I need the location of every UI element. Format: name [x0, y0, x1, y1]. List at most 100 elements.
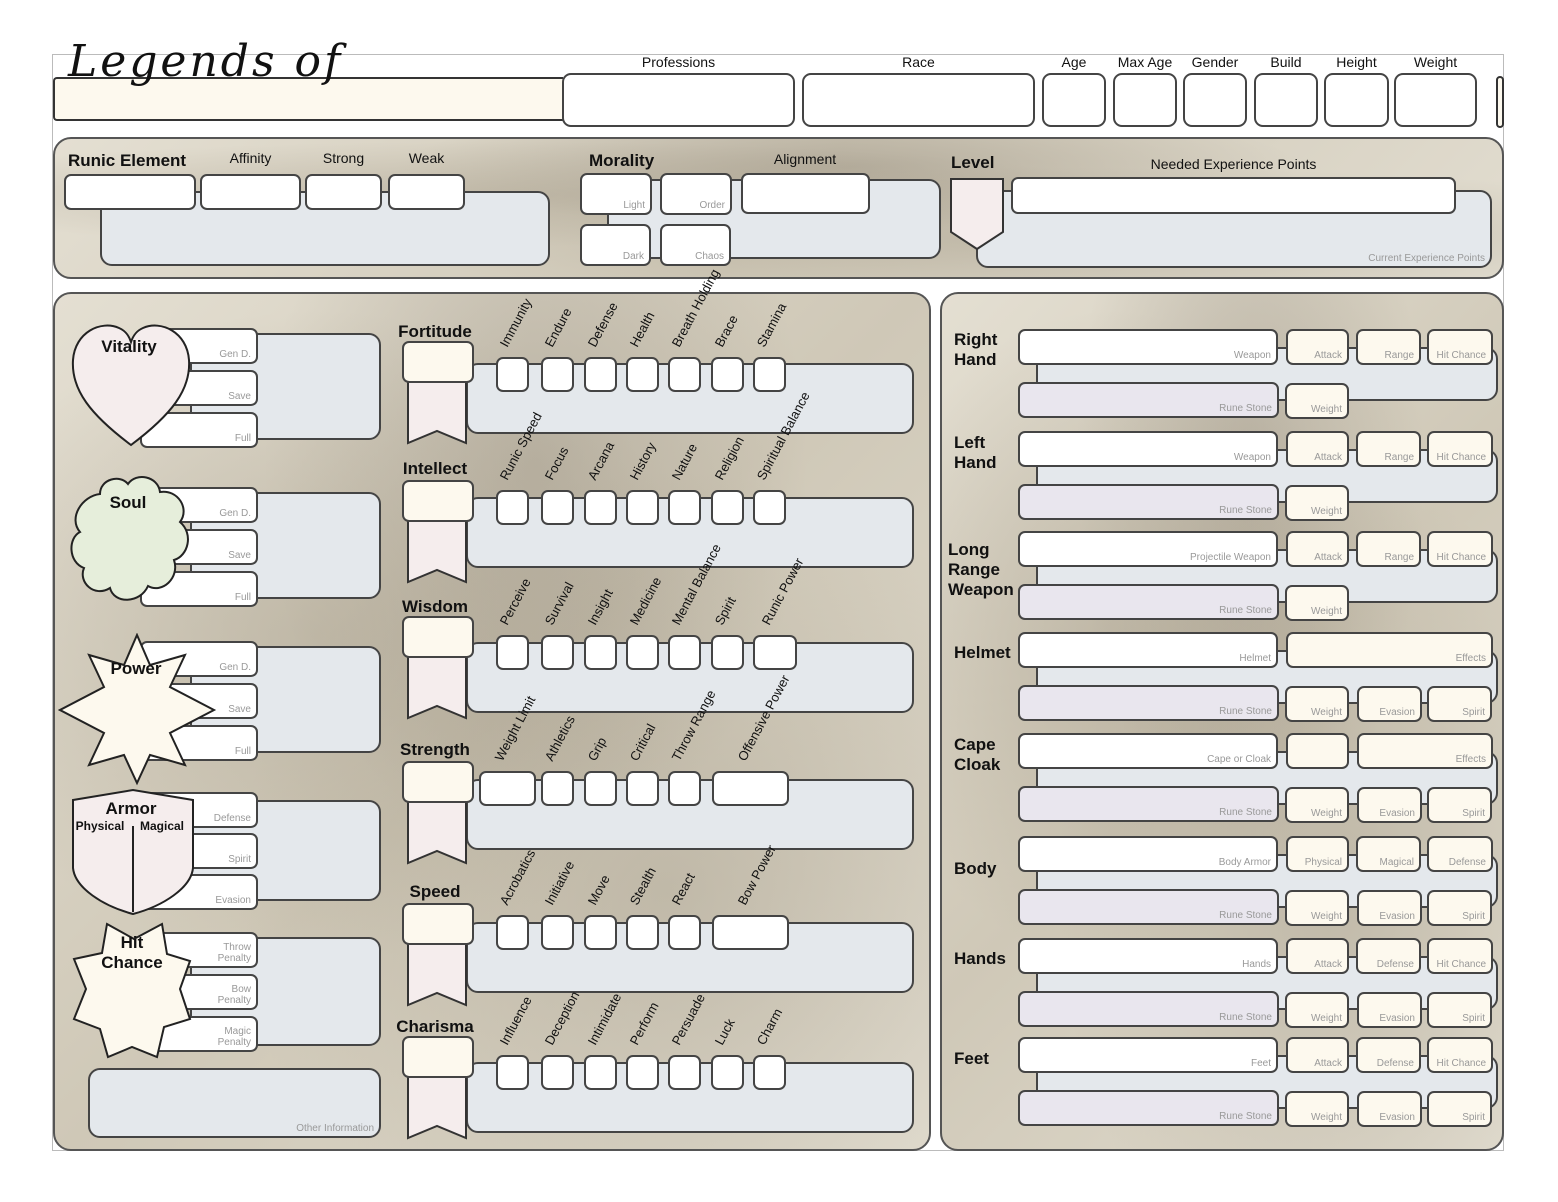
- insight-field[interactable]: [584, 635, 617, 670]
- long-range-weapon-rune-stone-field[interactable]: Rune Stone: [1018, 584, 1279, 620]
- body-weight-field[interactable]: Weight: [1285, 890, 1349, 926]
- build-field[interactable]: [1254, 73, 1318, 127]
- left-hand-hit-chance-field[interactable]: Hit Chance: [1427, 431, 1493, 467]
- helmet-rune-stone-field[interactable]: Rune Stone: [1018, 685, 1279, 721]
- perform-field[interactable]: [626, 1055, 659, 1090]
- spiritual-balance-field[interactable]: [753, 490, 786, 525]
- character-name-field[interactable]: [53, 77, 563, 121]
- react-field[interactable]: [668, 915, 701, 950]
- helmet-weight-field[interactable]: Weight: [1285, 686, 1349, 722]
- hands-attack-field[interactable]: Attack: [1286, 938, 1349, 974]
- body-spirit-field[interactable]: Spirit: [1427, 890, 1492, 926]
- hands-spirit-field[interactable]: Spirit: [1427, 992, 1492, 1028]
- survival-field[interactable]: [541, 635, 574, 670]
- hands-rune-stone-field[interactable]: Rune Stone: [1018, 991, 1279, 1027]
- right-hand-hit-chance-field[interactable]: Hit Chance: [1427, 329, 1493, 365]
- mental-balance-field[interactable]: [668, 635, 701, 670]
- initiative-field[interactable]: [541, 915, 574, 950]
- projectile-weapon-field[interactable]: Projectile Weapon: [1018, 531, 1278, 567]
- helmet-evasion-field[interactable]: Evasion: [1357, 686, 1422, 722]
- left-hand-weight-field[interactable]: Weight: [1285, 485, 1349, 521]
- throw-range-field[interactable]: [668, 771, 701, 806]
- feet-rune-stone-field[interactable]: Rune Stone: [1018, 1090, 1279, 1126]
- long-range-weapon-weight-field[interactable]: Weight: [1285, 585, 1349, 621]
- left-hand-rune-stone-field[interactable]: Rune Stone: [1018, 484, 1279, 520]
- feet-evasion-field[interactable]: Evasion: [1357, 1091, 1422, 1127]
- strong-field[interactable]: [305, 174, 382, 210]
- helmet-field[interactable]: Helmet: [1018, 632, 1278, 668]
- grip-field[interactable]: [584, 771, 617, 806]
- health-field[interactable]: [626, 357, 659, 392]
- hands-evasion-field[interactable]: Evasion: [1357, 992, 1422, 1028]
- other-information-field[interactable]: Other Information: [88, 1068, 381, 1138]
- charm-field[interactable]: [753, 1055, 786, 1090]
- dark-field[interactable]: Dark: [580, 224, 651, 266]
- cape-cloak-effects-field[interactable]: Effects: [1357, 733, 1493, 769]
- long-range-weapon-range-field[interactable]: Range: [1356, 531, 1421, 567]
- religion-field[interactable]: [711, 490, 744, 525]
- influence-field[interactable]: [496, 1055, 529, 1090]
- persuade-field[interactable]: [668, 1055, 701, 1090]
- right-hand-range-field[interactable]: Range: [1356, 329, 1421, 365]
- critical-field[interactable]: [626, 771, 659, 806]
- move-field[interactable]: [584, 915, 617, 950]
- body-rune-stone-field[interactable]: Rune Stone: [1018, 889, 1279, 925]
- cape-cloak-evasion-field[interactable]: Evasion: [1357, 787, 1422, 823]
- cape-or-cloak-field[interactable]: Cape or Cloak: [1018, 733, 1278, 769]
- runic-element-field[interactable]: [64, 174, 196, 210]
- medicine-field[interactable]: [626, 635, 659, 670]
- wisdom-score-field[interactable]: [402, 616, 474, 658]
- body-armor-field[interactable]: Body Armor: [1018, 836, 1278, 872]
- runic-speed-field[interactable]: [496, 490, 529, 525]
- body-physical-field[interactable]: Physical: [1286, 836, 1349, 872]
- cape-cloak-weight-field[interactable]: Weight: [1285, 787, 1349, 823]
- body-evasion-field[interactable]: Evasion: [1357, 890, 1422, 926]
- charisma-score-field[interactable]: [402, 1036, 474, 1078]
- weight-field[interactable]: [1394, 73, 1477, 127]
- right-hand-weight-field[interactable]: Weight: [1285, 383, 1349, 419]
- feet-weight-field[interactable]: Weight: [1285, 1091, 1349, 1127]
- hands-weight-field[interactable]: Weight: [1285, 992, 1349, 1028]
- left-hand-attack-field[interactable]: Attack: [1286, 431, 1349, 467]
- offensive-power-field[interactable]: [712, 771, 789, 806]
- stealth-field[interactable]: [626, 915, 659, 950]
- race-field[interactable]: [802, 73, 1035, 127]
- stamina-field[interactable]: [753, 357, 786, 392]
- cape-cloak-spirit-field[interactable]: Spirit: [1427, 787, 1492, 823]
- arcana-field[interactable]: [584, 490, 617, 525]
- hands-field[interactable]: Hands: [1018, 938, 1278, 974]
- hands-hit-chance-field[interactable]: Hit Chance: [1427, 938, 1493, 974]
- feet-hit-chance-field[interactable]: Hit Chance: [1427, 1037, 1493, 1073]
- right-hand-rune-stone-field[interactable]: Rune Stone: [1018, 382, 1279, 418]
- hands-defense-field[interactable]: Defense: [1356, 938, 1421, 974]
- endure-field[interactable]: [541, 357, 574, 392]
- intimidate-field[interactable]: [584, 1055, 617, 1090]
- body-defense-field[interactable]: Defense: [1427, 836, 1493, 872]
- chaos-field[interactable]: Chaos: [660, 224, 731, 266]
- nature-field[interactable]: [668, 490, 701, 525]
- helmet-effects-field[interactable]: Effects: [1286, 632, 1493, 668]
- alignment-field[interactable]: [741, 173, 870, 214]
- gender-field[interactable]: [1183, 73, 1247, 127]
- athletics-field[interactable]: [541, 771, 574, 806]
- cape-cloak-rune-stone-field[interactable]: Rune Stone: [1018, 786, 1279, 822]
- professions-field[interactable]: [562, 73, 795, 127]
- feet-defense-field[interactable]: Defense: [1356, 1037, 1421, 1073]
- defense-field[interactable]: [584, 357, 617, 392]
- perceive-field[interactable]: [496, 635, 529, 670]
- brace-field[interactable]: [711, 357, 744, 392]
- runic-power-field[interactable]: [753, 635, 797, 670]
- affinity-field[interactable]: [200, 174, 301, 210]
- speed-score-field[interactable]: [402, 903, 474, 945]
- soul-full-field[interactable]: Full: [140, 571, 258, 607]
- feet-spirit-field[interactable]: Spirit: [1427, 1091, 1492, 1127]
- bow-power-field[interactable]: [712, 915, 789, 950]
- age-field[interactable]: [1042, 73, 1106, 127]
- light-field[interactable]: Light: [580, 173, 652, 215]
- acrobatics-field[interactable]: [496, 915, 529, 950]
- deception-field[interactable]: [541, 1055, 574, 1090]
- history-field[interactable]: [626, 490, 659, 525]
- strength-score-field[interactable]: [402, 761, 474, 803]
- order-field[interactable]: Order: [660, 173, 732, 215]
- spirit-field[interactable]: [711, 635, 744, 670]
